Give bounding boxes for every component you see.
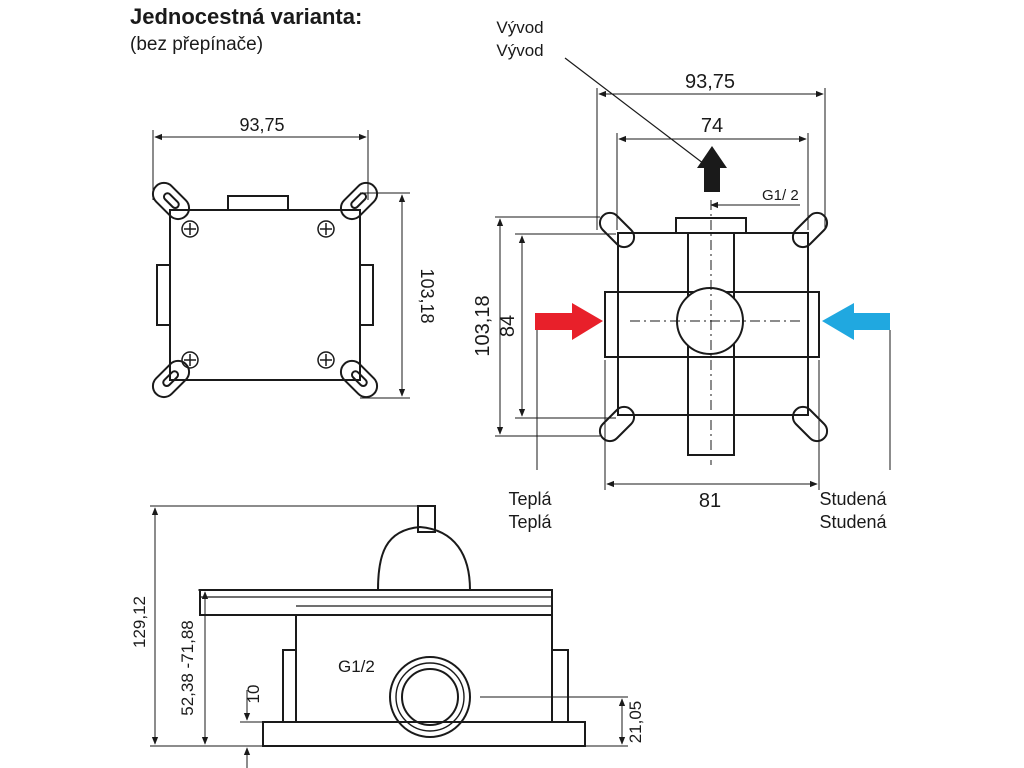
front-view-dimensions bbox=[495, 88, 891, 490]
top-view bbox=[151, 181, 379, 399]
screw-icon bbox=[181, 220, 199, 238]
outlet-leader-line bbox=[564, 57, 713, 171]
dim-side-thread-height: 21,05 bbox=[626, 701, 645, 744]
side-view-cap bbox=[376, 525, 472, 591]
dim-top-view-height: 103,18 bbox=[417, 268, 437, 323]
top-view-dimensions bbox=[152, 130, 410, 399]
dim-front-outer-width: 93,75 bbox=[685, 71, 735, 93]
top-view-left-stub bbox=[156, 264, 171, 326]
lug-bottom-right bbox=[339, 359, 379, 399]
outlet-arrow-icon bbox=[697, 146, 727, 192]
outlet-label-line-1: Vývod bbox=[496, 18, 543, 37]
side-view-dimensions bbox=[150, 505, 628, 768]
cold-inlet-arrow-icon bbox=[822, 303, 890, 340]
dim-front-outer-height: 103,18 bbox=[472, 295, 494, 356]
side-view-top-plate bbox=[199, 589, 553, 616]
dim-side-total-height: 129,12 bbox=[130, 596, 149, 648]
side-view bbox=[199, 505, 586, 747]
lug-bottom-left bbox=[151, 359, 191, 399]
dim-side-range: 52,38 -71,88 bbox=[178, 620, 197, 715]
screw-icon bbox=[317, 220, 335, 238]
lug-top-left bbox=[151, 181, 191, 221]
cold-label-line-2: Studená bbox=[819, 512, 887, 532]
side-view-body bbox=[295, 615, 553, 723]
dim-front-bottom-width: 81 bbox=[699, 490, 721, 512]
front-view bbox=[598, 200, 829, 465]
top-view-right-stub bbox=[359, 264, 374, 326]
warm-inlet-arrow-icon bbox=[535, 303, 603, 340]
lug-top-right bbox=[339, 181, 379, 221]
screw-icon bbox=[317, 351, 335, 369]
dim-front-inner-height: 84 bbox=[497, 315, 519, 337]
page-title: Jednocestná varianta: bbox=[130, 4, 363, 29]
top-view-connector bbox=[227, 195, 289, 211]
dim-side-base: 10 bbox=[244, 685, 263, 704]
screw-icon bbox=[181, 351, 199, 369]
thread-label-side: G1/2 bbox=[338, 657, 375, 676]
warm-label-line-1: Teplá bbox=[508, 489, 552, 509]
warm-label-line-2: Teplá bbox=[508, 512, 552, 532]
dim-top-view-width: 93,75 bbox=[239, 115, 284, 135]
outlet-label-line-2: Vývod bbox=[496, 41, 543, 60]
cold-label-line-1: Studená bbox=[819, 489, 887, 509]
side-view-base bbox=[262, 721, 586, 747]
dim-front-inner-width: 74 bbox=[701, 115, 723, 137]
page-subtitle: (bez přepínače) bbox=[130, 34, 264, 55]
thread-label-top: G1/ 2 bbox=[762, 187, 799, 204]
side-view-thread-inner bbox=[401, 668, 459, 726]
side-view-thread-outer bbox=[389, 656, 471, 738]
